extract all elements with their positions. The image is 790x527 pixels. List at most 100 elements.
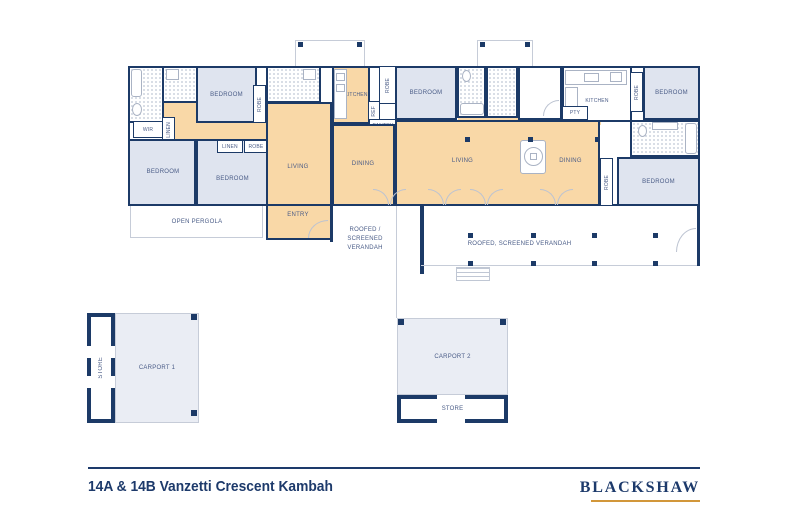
robe-closet: ROBE [253, 85, 266, 123]
label-line: ROOFED / [349, 227, 381, 233]
property-address: 14A & 14B Vanzetti Crescent Kambah [88, 478, 333, 495]
toilet-icon [462, 70, 471, 82]
stove-icon [610, 72, 622, 82]
room-dining-a [332, 124, 395, 206]
wir-closet: WIR [133, 121, 163, 138]
veranda-post [468, 261, 473, 266]
kitchen-counter-icon [334, 69, 347, 119]
fireplace-icon [530, 153, 537, 160]
room-label: WIR [142, 126, 154, 133]
room-living-a [266, 102, 332, 206]
top-porch-left [295, 40, 365, 69]
vanity-icon [652, 122, 678, 130]
open-pergola [130, 206, 263, 238]
sink-icon [584, 73, 599, 82]
pantry-closet: PTY [562, 106, 588, 120]
bathtub-icon [131, 69, 142, 97]
room-label: CARPORT 1 [138, 365, 176, 371]
room-label: BEDROOM [216, 176, 249, 182]
room-label: CARPORT 2 [434, 353, 471, 360]
path-edge [396, 206, 397, 318]
structural-post [528, 137, 533, 142]
toilet-icon [132, 103, 142, 116]
area-label-veranda-a: ROOFED / SCREENED VERANDAH [336, 226, 394, 253]
room-label: BEDROOM [210, 91, 243, 98]
store-1: STORE [87, 313, 115, 423]
room-label: LINEN [165, 121, 172, 138]
veranda-post [592, 233, 597, 238]
room-label: PTY [569, 110, 581, 116]
veranda-post [531, 233, 536, 238]
carport-post [500, 319, 506, 325]
room-label: STORE [98, 357, 104, 379]
room-label: BEDROOM [655, 90, 688, 96]
door-arc [676, 228, 696, 252]
bathtub-icon [460, 103, 484, 115]
veranda-edge [421, 265, 700, 266]
laundry-trough-icon [303, 69, 316, 80]
room-bedroom: BEDROOM [395, 66, 457, 120]
room-bedroom [128, 139, 196, 206]
room-label: LIVING [451, 158, 474, 164]
room-bedroom: BEDROOM [196, 66, 257, 123]
porch-post [525, 42, 530, 47]
room-label: REF [371, 106, 377, 117]
door-gap [87, 376, 91, 388]
appliance-icon [336, 84, 345, 92]
carport-2: CARPORT 2 [397, 318, 508, 395]
linen-closet: LINEN [217, 140, 243, 153]
carport-1: CARPORT 1 [115, 313, 199, 423]
veranda-post [468, 233, 473, 238]
carport-post [191, 410, 197, 416]
room-label: KITCHEN [585, 98, 609, 104]
room-label: STORE [441, 406, 464, 412]
veranda-post [653, 233, 658, 238]
room-label: DINING [559, 158, 582, 164]
area-label: OPEN PERGOLA [171, 219, 223, 225]
room-label: BEDROOM [146, 169, 180, 175]
room-label: LINEN [222, 143, 238, 150]
robe-closet: ROBE [630, 72, 643, 112]
shower-icon [166, 69, 179, 80]
wall [420, 204, 424, 274]
bathtub-icon [685, 123, 697, 154]
room-label: ROBE [603, 174, 610, 190]
room-label: ROBE [633, 84, 640, 100]
room-kitchen-a: KITCHEN [332, 66, 370, 124]
structural-post [465, 137, 470, 142]
room-bedroom: BEDROOM [617, 157, 700, 206]
bathroom-b2 [486, 66, 518, 118]
hallway-floor [164, 119, 266, 141]
room-label: KITCHEN [344, 92, 368, 98]
robe-closet: ROBE [600, 158, 613, 206]
room-bedroom: BEDROOM [643, 66, 700, 120]
room-label: ROBE [248, 143, 264, 150]
footer-divider [88, 467, 700, 469]
veranda-post [531, 261, 536, 266]
room-label: LIVING [287, 164, 309, 170]
structural-post [595, 137, 600, 142]
door-gap [437, 395, 465, 399]
carport-post [191, 314, 197, 320]
carport-post [398, 319, 404, 325]
porch-post [480, 42, 485, 47]
appliance-icon [336, 73, 345, 81]
door-gap [111, 346, 115, 358]
top-porch-right [477, 40, 533, 69]
room-label: ROBE [384, 77, 391, 93]
wall [697, 204, 700, 266]
stairs [456, 267, 490, 281]
agency-logo: BLACKSHAW [579, 479, 700, 496]
porch-post [298, 42, 303, 47]
door-gap [87, 346, 91, 358]
room-label: BEDROOM [409, 90, 443, 96]
robe-closet: ROBE [379, 66, 396, 104]
room-label: BEDROOM [642, 178, 675, 185]
door-gap [437, 419, 465, 423]
room-label: ROBE [256, 96, 263, 112]
veranda-post [592, 261, 597, 266]
room-label: ENTRY [287, 212, 309, 218]
toilet-icon [638, 125, 647, 137]
room-label: DINING [351, 161, 375, 167]
